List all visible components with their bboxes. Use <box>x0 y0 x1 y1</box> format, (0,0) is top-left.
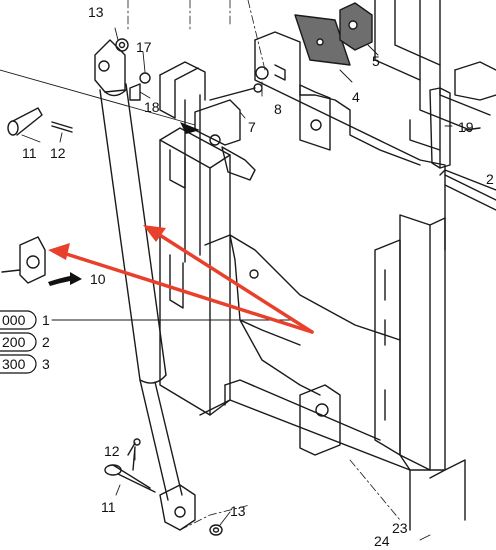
callout-4: 4 <box>352 89 360 105</box>
callout-18: 18 <box>144 99 160 115</box>
callout-7: 7 <box>248 119 256 135</box>
legend-pill-2 <box>0 332 37 352</box>
callout-19: 19 <box>458 119 474 135</box>
callout-10: 10 <box>90 271 106 287</box>
leader-arrowhead <box>180 122 200 134</box>
callout-13-bottom: 13 <box>230 503 246 519</box>
callout-8: 8 <box>274 101 282 117</box>
callout-5: 5 <box>372 53 380 69</box>
rotation-arrow <box>48 272 82 286</box>
center-lines <box>127 0 401 531</box>
callout-13-top: 13 <box>88 4 104 20</box>
wear-pads <box>294 2 373 66</box>
callout-11-bottom: 11 <box>101 499 116 515</box>
callout-23: 23 <box>392 520 408 536</box>
part-10-bracket <box>1 236 46 284</box>
fastener-parts-bottom <box>104 438 223 536</box>
callout-24: 24 <box>374 533 390 549</box>
callout-12-bottom: 12 <box>104 443 120 459</box>
legend-pill-3 <box>0 354 37 374</box>
inner-upright <box>159 61 206 263</box>
right-upright <box>374 214 466 531</box>
tilt-cylinder <box>94 39 196 531</box>
legend-pill-2-text: 200 <box>2 334 26 350</box>
legend: 000 200 300 <box>0 310 37 374</box>
fastener-parts-top <box>7 38 151 136</box>
callout-2-right: 2 <box>486 171 494 187</box>
legend-pill-3-text: 300 <box>2 356 26 372</box>
right-rails <box>374 0 496 211</box>
callout-numbers: 13 17 18 5 4 8 7 19 2 11 12 10 1 2 3 12 … <box>22 4 494 549</box>
callout-11-top: 11 <box>22 145 37 161</box>
part-19-bar <box>429 87 451 169</box>
carriage-plate <box>204 31 446 396</box>
leader-lines <box>0 27 453 541</box>
callout-1: 1 <box>42 312 50 328</box>
red-annotation-arrows <box>48 225 314 334</box>
legend-pill-1 <box>0 310 37 330</box>
callout-12-top: 12 <box>50 145 66 161</box>
callout-3: 3 <box>42 356 50 372</box>
bottom-crossbar <box>199 379 411 471</box>
bracket-7 <box>194 64 286 181</box>
callout-2: 2 <box>42 334 50 350</box>
legend-pill-1-text: 000 <box>2 312 26 328</box>
callout-17: 17 <box>136 39 152 55</box>
